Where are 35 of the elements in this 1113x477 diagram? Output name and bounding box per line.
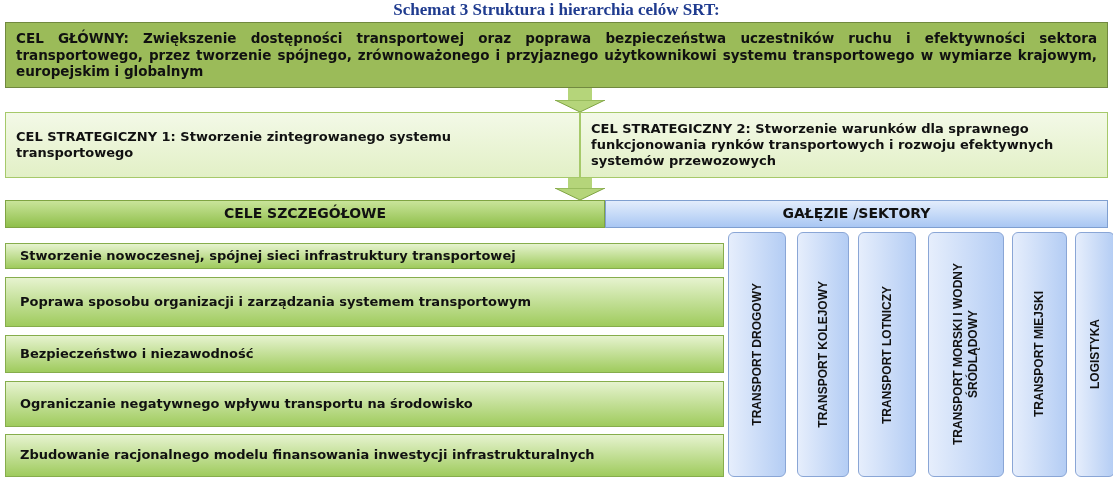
objective-text: Poprawa sposobu organizacji i zarządzania systemem transportowym [20, 293, 531, 311]
sector-text: TRANSPORT MORSKI I WODNY ŚRÓDLĄDOWY [951, 262, 981, 448]
objective-bar [5, 277, 724, 327]
objective-bar [5, 381, 724, 427]
header-band [605, 200, 1108, 228]
sector-column [858, 232, 916, 477]
sector-column [728, 232, 786, 477]
objective-text: Bezpieczeństwo i niezawodność [20, 345, 254, 363]
goal-text: CEL STRATEGICZNY 1: Stworzenie zintegrowanego systemu transportowego [15, 128, 453, 162]
block-arrow [554, 88, 606, 113]
sector-text: LOGISTYKA [1087, 319, 1103, 390]
diagram-title: Schemat 3 Struktura i hierarchia celów SRT: [392, 0, 721, 20]
strategic-goal-box [5, 112, 580, 178]
sector-column [1075, 232, 1113, 477]
sector-text: TRANSPORT DROGOWY [749, 283, 765, 426]
header-band [5, 200, 605, 228]
objective-text: Ograniczanie negatywnego wpływu transportu na środowisko [20, 395, 473, 413]
sector-text: TRANSPORT KOLEJOWY [815, 281, 831, 428]
objective-bar [5, 335, 724, 373]
block-arrow [554, 178, 606, 201]
header-text: GAŁĘZIE /SEKTORY [781, 205, 932, 223]
sector-column [1012, 232, 1067, 477]
objective-text: Stworzenie nowoczesnej, spójnej sieci infrastruktury transportowej [20, 247, 516, 265]
strategic-goal-box [580, 112, 1108, 178]
sector-column [928, 232, 1004, 477]
sector-text: TRANSPORT MIEJSKI [1032, 291, 1047, 418]
goal-text: CEL GŁÓWNY: Zwiększenie dostępności transportowej oraz poprawa bezpieczeństwa uczestników ruchu i efektywności sektora transportowego, przez tworzenie spójnego, zrównoważonego i przyjaznego użytkownikowi systemu transportowego w wymiarze krajowym, europejskim i globalnym [15, 29, 1098, 81]
sector-text: TRANSPORT LOTNICZY [879, 285, 895, 424]
goal-text: CEL STRATEGICZNY 2: Stworzenie warunków dla sprawnego funkcjonowania rynków transportowych i rozwoju efektywnych systemów przewozowych [590, 120, 1055, 170]
objective-text: Zbudowanie racjonalnego modelu finansowania inwestycji infrastrukturalnych [20, 447, 595, 464]
main-goal-box [5, 22, 1108, 88]
objective-bar [5, 243, 724, 269]
header-text: CELE SZCZEGÓŁOWE [222, 205, 388, 223]
sector-column [797, 232, 849, 477]
objective-bar [5, 434, 724, 477]
